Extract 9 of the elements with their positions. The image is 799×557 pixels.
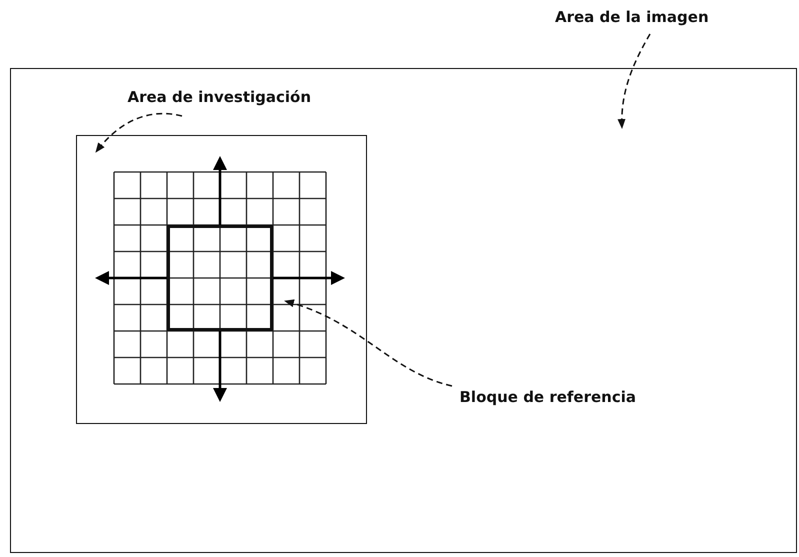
block-label: Bloque de referencia [460, 388, 636, 406]
area-label: Area de la imagen [555, 8, 709, 26]
reference-block [167, 225, 273, 331]
area-label: Area de investigación [128, 88, 312, 106]
search-area-frame [76, 134, 366, 424]
leader-line [284, 300, 452, 387]
image-area-frame [10, 68, 797, 553]
leader-line [95, 112, 182, 153]
leader-line [618, 34, 651, 129]
